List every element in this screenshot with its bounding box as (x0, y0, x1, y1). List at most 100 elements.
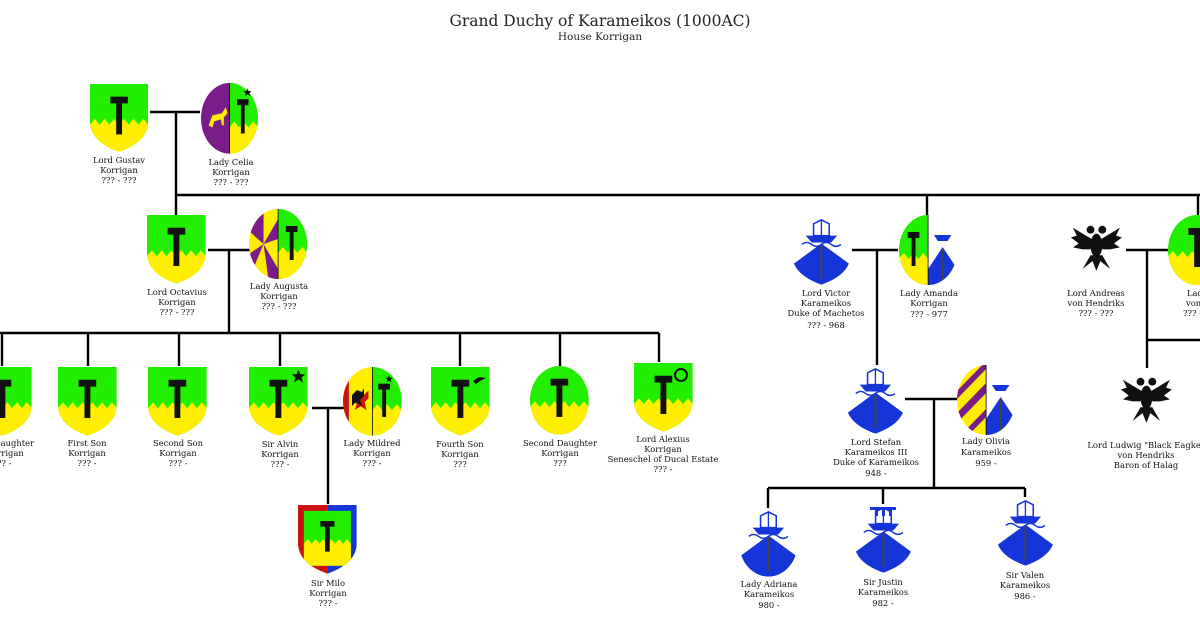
house-line: Korrigan (68, 448, 106, 458)
dates-line: 980 - (758, 600, 780, 610)
person-octavius: Lord Octavius Korrigan ??? - ??? (147, 287, 207, 317)
name-line: Lord Gustav (93, 155, 145, 165)
dates-line: ??? - ??? (213, 177, 249, 187)
house-line: Karameikos (1000, 580, 1050, 590)
house-line: Karameikos (858, 587, 908, 597)
person-mildred: Lady Mildred Korrigan ??? - (344, 438, 402, 468)
coat-of-arms-daughter (0, 367, 32, 436)
name-line: Fourth Son (436, 439, 484, 449)
dates-line: ??? - (363, 458, 382, 468)
house-line: Karameikos III (845, 447, 908, 457)
house-line: Karameikos (801, 298, 851, 308)
person-augusta: Lady Augusta Korrigan ??? - ??? (250, 281, 308, 311)
coat-of-arms-second-son (148, 367, 207, 436)
name-line: Lady Mildred (344, 438, 402, 448)
dates-line: ??? - ??? (101, 175, 137, 185)
dates-line: ??? - 968 (807, 320, 845, 330)
person-andreas: Lord Andreas von Hendriks ??? - ??? (1067, 288, 1125, 318)
name-line: Lady Olivia (962, 436, 1010, 446)
person-daughter: Daughter orrigan ??? - (0, 438, 34, 468)
title-line: Seneschel of Ducal Estate (608, 454, 719, 464)
coat-of-arms-augusta (249, 209, 308, 279)
dates-line: ??? - (169, 458, 188, 468)
person-justin: Sir Justin Karameikos 982 - (858, 577, 908, 608)
coat-of-arms-fourth-son (431, 367, 490, 436)
house-line: Karameikos (961, 447, 1011, 457)
person-lady-b: Lady Br von He ??? - (1183, 288, 1200, 318)
house-line: Korrigan (441, 449, 479, 459)
dates-line: 959 - (975, 458, 997, 468)
coat-of-arms-celia (201, 83, 258, 154)
dates-line: 948 - (865, 468, 887, 478)
dates-line: ??? - (1183, 308, 1200, 318)
coat-of-arms-ludwig (1117, 368, 1176, 437)
person-milo: Sir Milo Korrigan ??? - (309, 578, 347, 608)
coat-of-arms-mildred (343, 367, 402, 436)
house-line: Korrigan (260, 291, 298, 301)
coat-of-arms-adriana (739, 508, 798, 577)
name-line: Lord Victor (802, 288, 850, 298)
person-second-daughter: Second Daughter Korrigan ??? (523, 438, 597, 468)
coat-of-arms-first-son (58, 367, 117, 436)
name-line: Lord Ludwig "Black Eagke" (1087, 440, 1200, 450)
person-olivia: Lady Olivia Karameikos 959 - (961, 436, 1011, 468)
dates-line: ??? - ??? (159, 307, 195, 317)
dates-line: ??? - 977 (910, 309, 948, 319)
coat-of-arms-alexius (634, 363, 693, 432)
coat-of-arms-victor (792, 216, 851, 285)
house-line: von Hendriks (1117, 450, 1175, 460)
house-line: Korrigan (158, 297, 196, 307)
coat-of-arms-justin (854, 504, 913, 573)
dates-line: ??? - (654, 464, 673, 474)
coat-of-arms-octavius (147, 215, 206, 284)
house-line: Korrigan (212, 167, 250, 177)
person-adriana: Lady Adriana Karameikos 980 - (741, 579, 798, 610)
person-alexius: Lord Alexius Korrigan Seneschel of Ducal… (608, 434, 719, 474)
person-gustav: Lord Gustav Korrigan ??? - ??? (93, 155, 145, 185)
coat-of-arms-alvin (249, 367, 308, 436)
coat-of-arms-gustav (90, 84, 149, 152)
coat-of-arms-amanda (899, 215, 958, 285)
house-line: Korrigan (910, 298, 948, 308)
name-line: Lord Stefan (851, 437, 902, 447)
coat-of-arms-lady-b (1168, 215, 1200, 285)
house-line: Korrigan (261, 449, 299, 459)
name-line: Sir Alvin (262, 439, 299, 449)
name-line: Sir Valen (1006, 570, 1045, 580)
lineage-connectors (0, 110, 1200, 508)
house-line: von He (1185, 298, 1200, 308)
name-line: Daughter (0, 438, 34, 448)
person-fourth-son: Fourth Son Korrigan ??? (436, 439, 484, 469)
name-line: Lady Amanda (900, 288, 958, 298)
page-subtitle: House Korrigan (558, 31, 642, 43)
name-line: Sir Justin (863, 577, 903, 587)
dates-line: ??? - (319, 598, 338, 608)
name-line: Lord Andreas (1067, 288, 1125, 298)
coat-of-arms-milo (298, 505, 357, 574)
name-line: Lady Celia (208, 157, 253, 167)
person-first-son: First Son Korrigan ??? - (68, 438, 108, 468)
dates-line: ??? - (78, 458, 97, 468)
title-line: Duke of Machetos (788, 308, 865, 318)
house-line: orrigan (0, 448, 24, 458)
dates-line: ??? (453, 459, 467, 469)
dates-line: ??? - (271, 459, 290, 469)
person-ludwig: Lord Ludwig "Black Eagke" von Hendriks B… (1087, 440, 1200, 470)
name-line: Lord Alexius (636, 434, 689, 444)
title-line: Duke of Karameikos (833, 457, 919, 467)
house-line: Korrigan (100, 165, 138, 175)
name-line: Lord Octavius (147, 287, 207, 297)
house-line: Korrigan (159, 448, 197, 458)
coat-of-arms-andreas (1067, 216, 1126, 285)
person-stefan: Lord Stefan Karameikos III Duke of Karam… (833, 437, 919, 478)
house-line: Korrigan (309, 588, 347, 598)
coat-of-arms-second-daughter (530, 366, 589, 435)
person-valen: Sir Valen Karameikos 986 - (1000, 570, 1050, 601)
house-line: Korrigan (644, 444, 682, 454)
page-title: Grand Duchy of Karameikos (1000AC) (449, 12, 750, 30)
dates-line: 982 - (872, 598, 894, 608)
name-line: Sir Milo (311, 578, 345, 588)
person-victor: Lord Victor Karameikos Duke of Machetos … (788, 288, 865, 330)
name-line: Lady Br (1187, 288, 1200, 298)
